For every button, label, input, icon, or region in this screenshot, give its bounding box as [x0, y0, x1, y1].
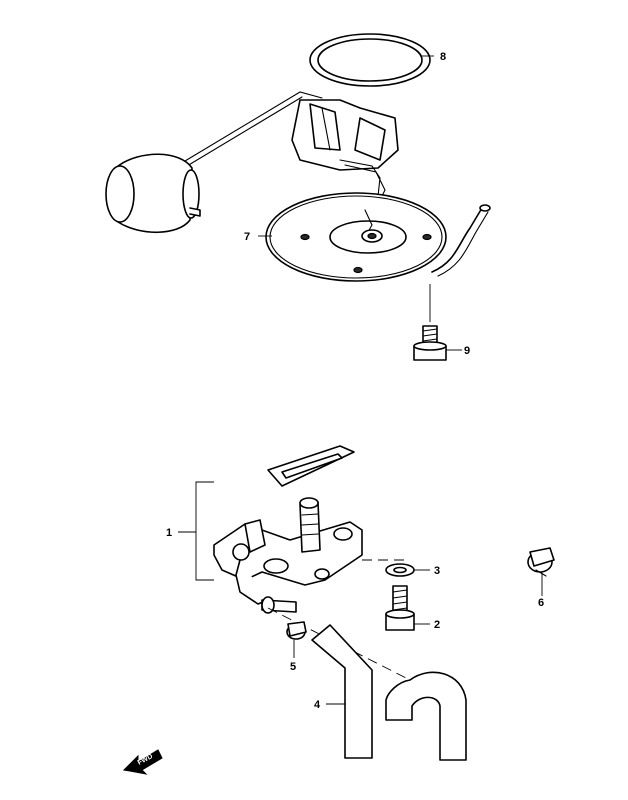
- strainer-tube: [299, 497, 321, 553]
- callout-9: 9: [464, 345, 470, 357]
- callout-8: 8: [440, 51, 446, 63]
- fuel-float: [105, 153, 201, 234]
- fuel-outlet-nozzle: [261, 596, 297, 614]
- fuel-cock-gasket: [267, 445, 355, 487]
- callout-3: 3: [434, 565, 440, 577]
- fuel-cock-screw: [385, 585, 415, 631]
- bracket-1: [195, 481, 214, 581]
- forward-arrow-icon: FWD: [122, 749, 163, 775]
- sender-unit-body: [291, 99, 399, 207]
- hose-clip-6: [527, 547, 555, 577]
- fuel-cock-body: [213, 519, 363, 605]
- sealing-washer: [385, 563, 415, 577]
- assembly-line-hose: [267, 607, 411, 681]
- callout-5: 5: [290, 661, 296, 673]
- hose-clip-5: [286, 621, 307, 640]
- mounting-plate: [265, 192, 447, 282]
- callout-2: 2: [434, 619, 440, 631]
- mounting-bolt: [413, 325, 447, 361]
- callout-7: 7: [244, 231, 250, 243]
- callout-6: 6: [538, 597, 544, 609]
- gauge-wire-harness: [431, 204, 491, 277]
- callout-4: 4: [314, 699, 321, 711]
- o-ring-gasket: [309, 33, 431, 87]
- fuel-hose: [311, 624, 467, 761]
- callout-1: 1: [166, 527, 172, 539]
- float-arm: [169, 91, 323, 176]
